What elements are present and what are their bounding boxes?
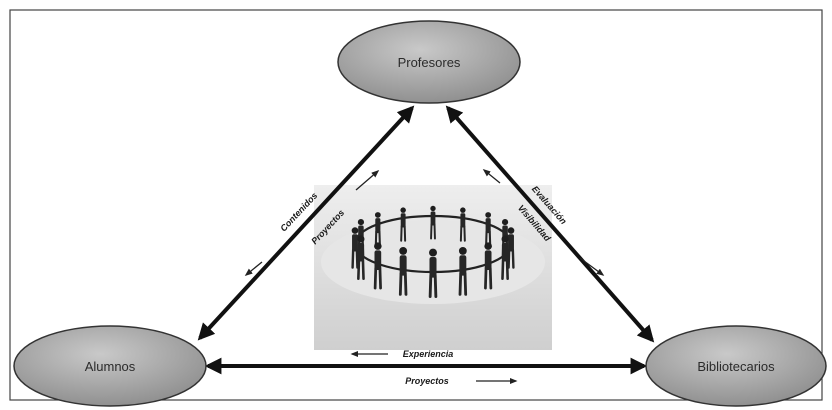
node-alumnos: Alumnos: [14, 326, 206, 406]
edge-label-proyectos-bottom: Proyectos: [405, 376, 449, 386]
node-profesores-label: Profesores: [398, 55, 461, 70]
node-bibliotecarios: Bibliotecarios: [646, 326, 826, 406]
node-bibliotecarios-label: Bibliotecarios: [697, 359, 775, 374]
node-profesores: Profesores: [338, 21, 520, 103]
edge-label-experiencia: Experiencia: [403, 349, 454, 359]
node-alumnos-label: Alumnos: [85, 359, 136, 374]
